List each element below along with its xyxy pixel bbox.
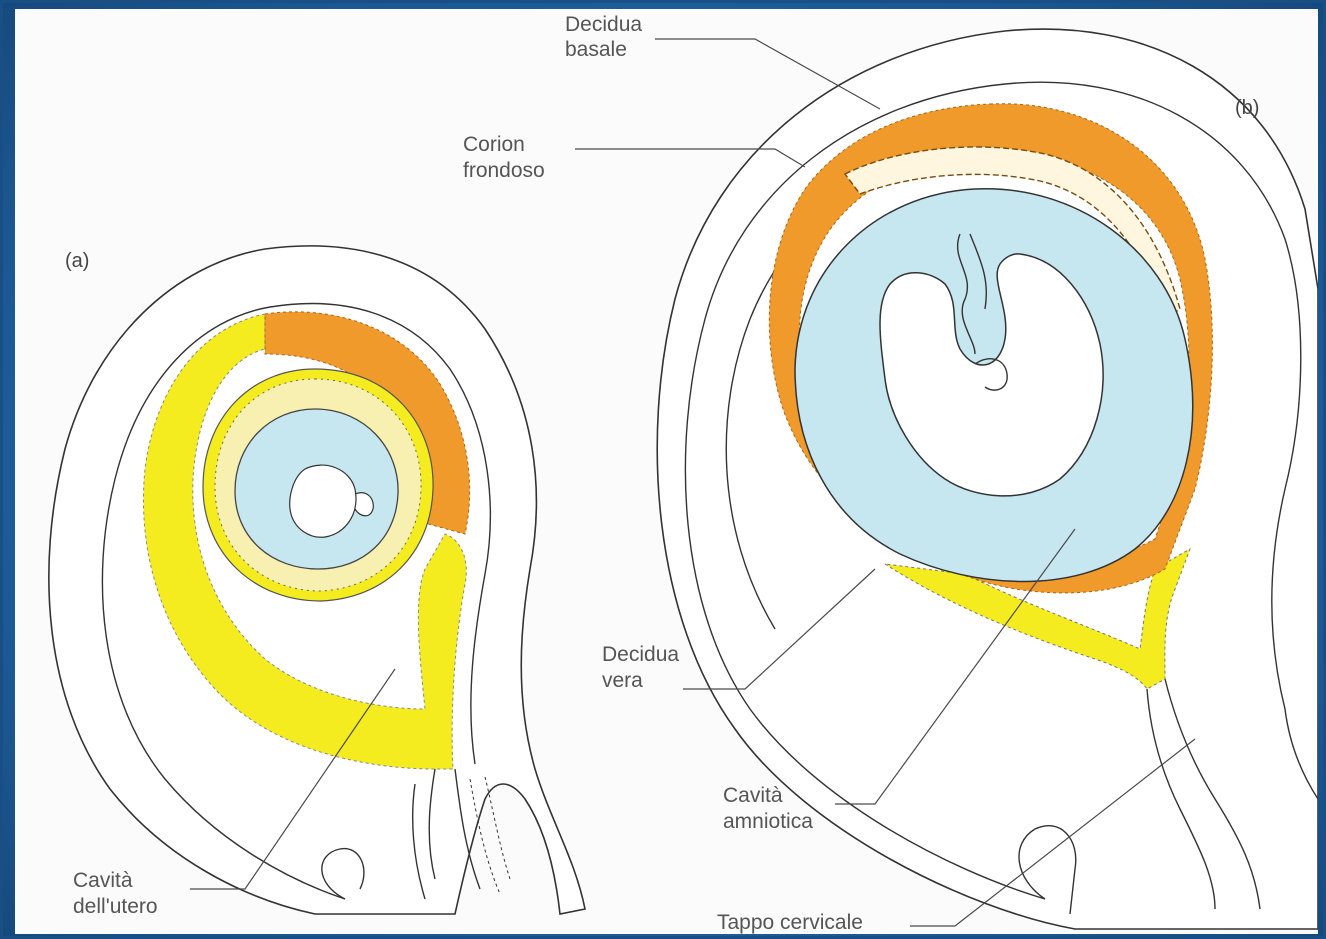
label-cavita-amniotica-line1: Cavità [723,784,783,807]
label-decidua-basale-line1: Decidua [565,13,642,36]
figure-b-tag: (b) [1235,97,1259,119]
uterus-diagram: (a) Cavità dell'utero [15,9,1318,934]
label-decidua-basale-line2: basale [565,38,627,61]
label-corion-line2: frondoso [463,159,545,182]
figure-b: (b) Decidua basale Corion frondoso Decid… [463,13,1318,934]
label-decidua-vera-line1: Decidua [602,643,679,666]
label-tappo-cervicale: Tappo cervicale [717,911,863,934]
figure-a-tag: (a) [65,250,89,272]
label-cavita-utero-line2: dell'utero [73,895,158,918]
label-cavita-amniotica-line2: amniotica [723,810,813,833]
figure-a: (a) Cavità dell'utero [49,246,585,918]
label-cavita-utero-line1: Cavità [73,869,133,892]
label-corion-line1: Corion [463,133,525,156]
label-decidua-vera-line2: vera [602,669,643,692]
diagram-panel: (a) Cavità dell'utero [15,9,1318,934]
